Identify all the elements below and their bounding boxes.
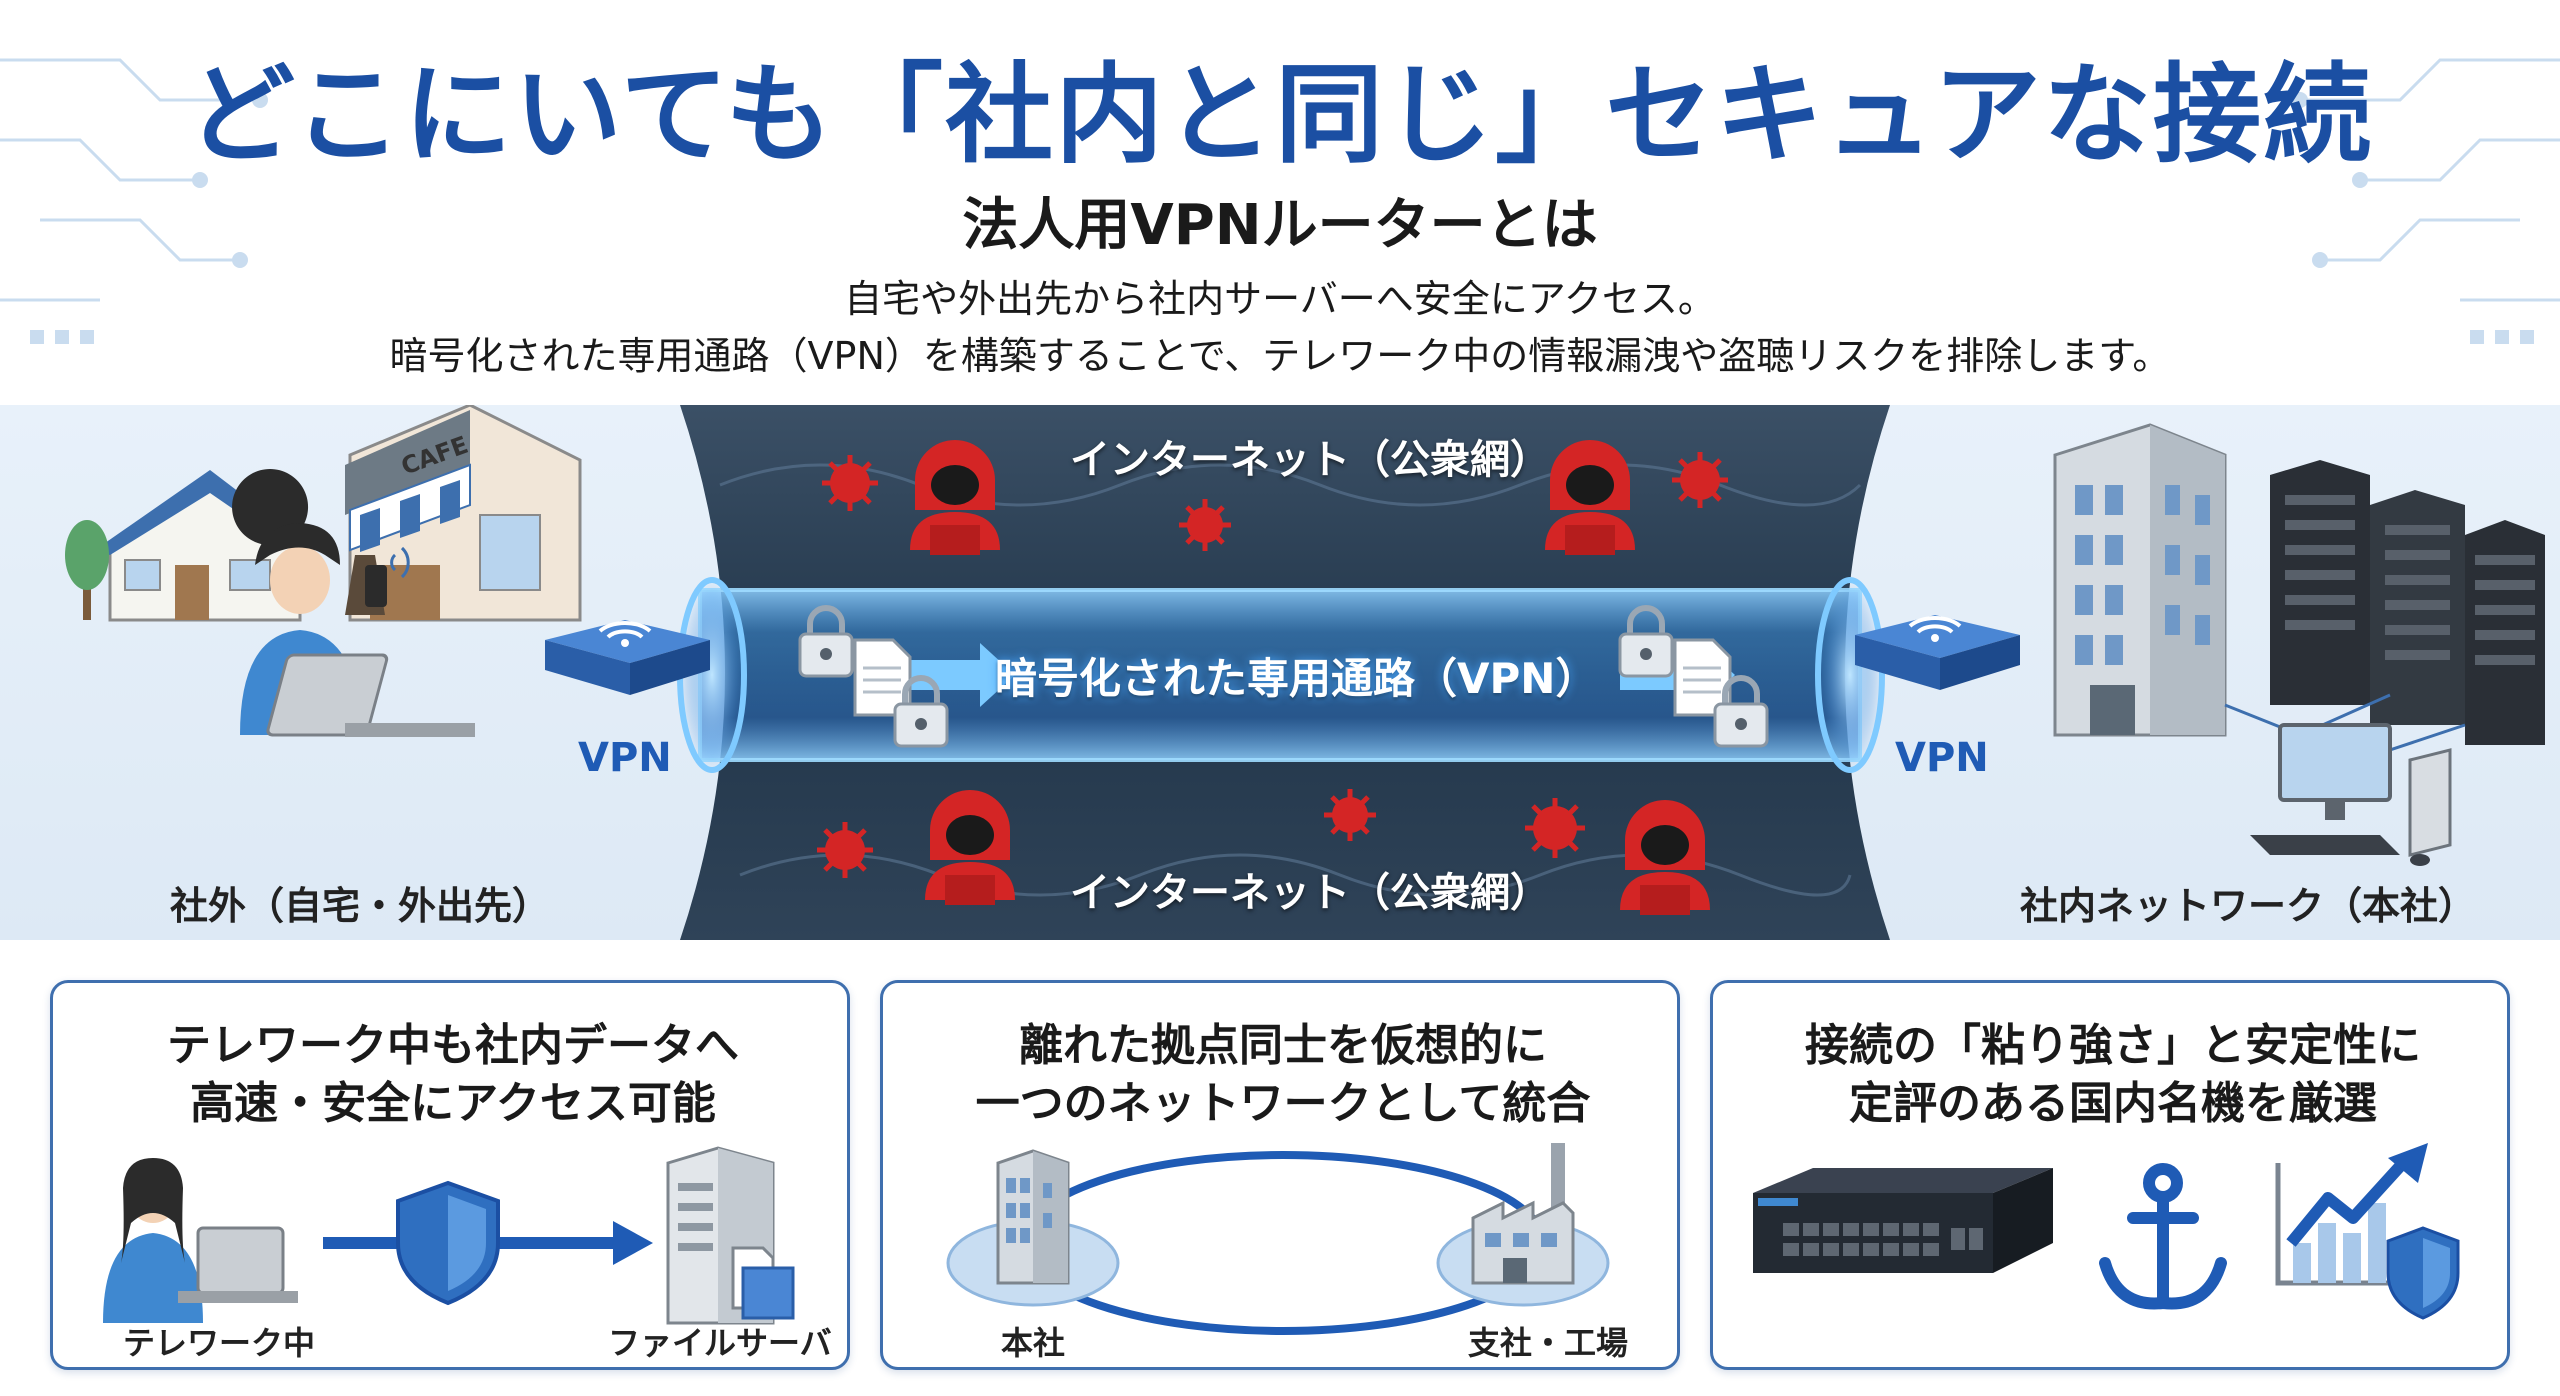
internet-label-bottom: インターネット（公衆網） (1070, 870, 1550, 916)
internal-network-caption: 社内ネットワーク（本社） (2020, 884, 2477, 928)
circuit-background (0, 58, 2560, 344)
hacker-icon (925, 790, 1015, 905)
file-server-caption: ファイルサーバ (608, 1324, 832, 1362)
anchor-icon (2099, 1163, 2227, 1310)
growth-chart-icon (2275, 1143, 2460, 1320)
feature-card-remote-access: テレワーク中も社内データへ 高速・安全にアクセス可能 テレワーク中 ファイルサー… (50, 980, 850, 1370)
shield-icon (396, 1180, 500, 1306)
person-laptop-icon (103, 1158, 298, 1323)
remote-access-graphic (103, 1146, 795, 1325)
description-line-1: 自宅や外出先から社内サーバーへ安全にアクセス。 (844, 277, 1716, 321)
card-title-line-1: 接続の「粘り強さ」と安定性に (1805, 1020, 2421, 1071)
vpn-diagram-graphic: CAFE (65, 405, 2545, 940)
server-rack-icon (2270, 460, 2545, 745)
card-title-line-2: 定評のある国内名機を厳選 (1849, 1078, 2377, 1129)
feature-card-site-integration: 離れた拠点同士を仮想的に 一つのネットワークとして統合 本社 支社・工場 (880, 980, 1680, 1370)
hacker-icon (1620, 800, 1710, 915)
branch-factory-caption: 支社・工場 (1468, 1324, 1629, 1362)
building-icon (2053, 423, 2227, 737)
router-icon (1855, 615, 2020, 690)
site-integration-graphic (946, 1143, 1610, 1335)
router-icon (545, 620, 710, 695)
lock-icon (1618, 605, 1674, 678)
factory-icon (1471, 1143, 1575, 1285)
vpn-diagram: CAFE (0, 405, 2560, 940)
hacker-icon (1545, 440, 1635, 555)
lock-icon (1713, 675, 1769, 748)
subtitle: 法人用VPNルーターとは (962, 193, 1598, 258)
lock-icon (798, 605, 854, 678)
desktop-pc-icon (2250, 723, 2452, 866)
shield-icon (2386, 1226, 2460, 1320)
left-vpn-label: VPN (578, 735, 672, 781)
description-line-2: 暗号化された専用通路（VPN）を構築することで、テレワーク中の情報漏洩や盗聴リス… (389, 334, 2171, 378)
tunnel-label: 暗号化された専用通路（VPN） (995, 654, 1598, 703)
outside-caption: 社外（自宅・外出先） (170, 884, 551, 928)
person-laptop-icon (232, 469, 475, 737)
lock-icon (893, 675, 949, 748)
tree-icon (65, 520, 109, 620)
card-title-line-2: 一つのネットワークとして統合 (975, 1078, 1591, 1129)
card-title-line-1: テレワーク中も社内データへ (167, 1020, 739, 1071)
reliability-graphic (1753, 1143, 2460, 1320)
tunnel-right-opening (1815, 577, 1885, 773)
main-title: どこにいても「社内と同じ」セキュアな接続 (187, 53, 2373, 178)
card-title-line-1: 離れた拠点同士を仮想的に (1019, 1020, 1547, 1071)
building-icon (996, 1149, 1070, 1285)
file-server-icon (666, 1146, 795, 1325)
hacker-icon (910, 440, 1000, 555)
right-vpn-label: VPN (1895, 735, 1989, 781)
feature-card-reliability: 接続の「粘り強さ」と安定性に 定評のある国内名機を厳選 (1710, 980, 2510, 1370)
internet-label-top: インターネット（公衆網） (1070, 437, 1550, 483)
teleworker-caption: テレワーク中 (123, 1324, 316, 1362)
headquarters-caption: 本社 (1001, 1324, 1066, 1362)
card-title-line-2: 高速・安全にアクセス可能 (190, 1078, 716, 1129)
network-switch-icon (1753, 1168, 2053, 1273)
